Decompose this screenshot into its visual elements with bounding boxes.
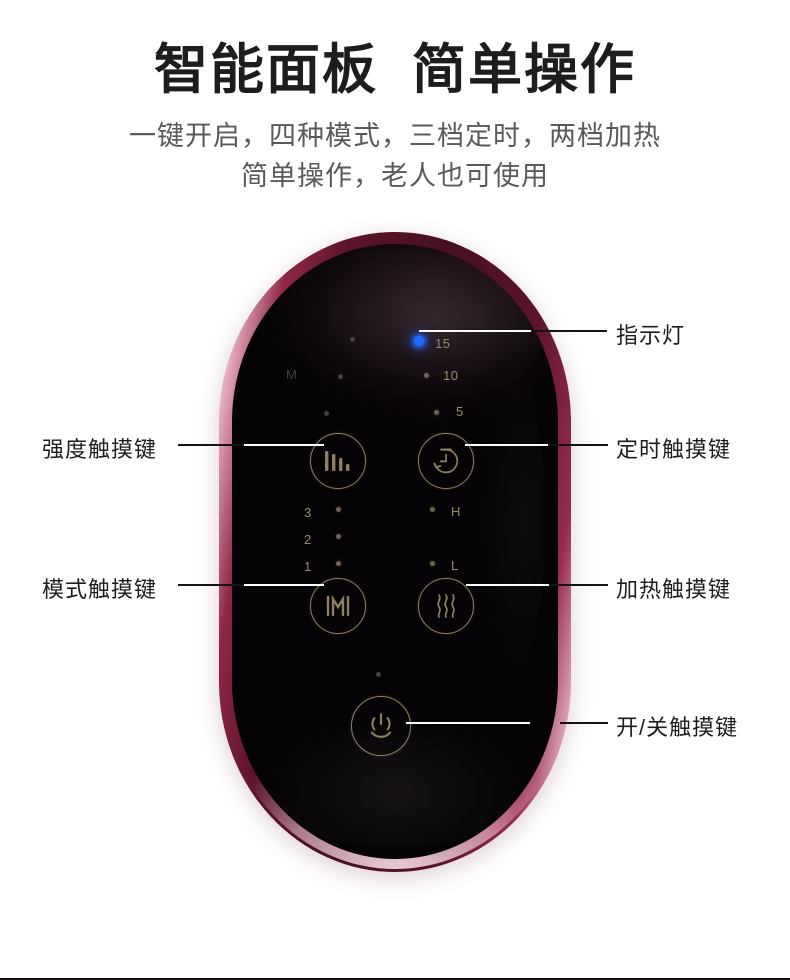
callout-intensity-leader-on-panel: [244, 444, 324, 446]
device-outer-shell: M 15 10 5: [219, 232, 571, 872]
bottom-edge-line: [0, 978, 790, 980]
callout-indicator-light-leader-on-panel: [419, 330, 537, 332]
timer-dot-10: [424, 373, 429, 378]
heat-waves-icon: [433, 592, 459, 620]
callout-timer-label: 定时触摸键: [616, 437, 732, 462]
callout-heat-leader-on-panel: [466, 584, 556, 586]
massager-device: M 15 10 5: [219, 232, 571, 872]
timer-dot-5: [434, 410, 439, 415]
callout-timer-leader-on-panel: [465, 444, 555, 446]
clock-timer-icon: [430, 445, 462, 477]
intensity-dot-1: [324, 411, 329, 416]
timer-led-15-indicator-light: [414, 336, 424, 346]
callout-mode-leader-on-panel: [244, 584, 324, 586]
power-icon: [364, 711, 398, 741]
mode-scale-label-3: 3: [304, 505, 312, 520]
intensity-touch-button[interactable]: [310, 433, 366, 489]
heat-dot-h: [430, 507, 435, 512]
mode-dot-1: [336, 561, 341, 566]
callout-power-leader: [560, 722, 608, 724]
mode-dot-3: [336, 507, 341, 512]
intensity-dot-3: [350, 337, 355, 342]
callout-power-leader-on-panel: [406, 722, 530, 724]
callout-intensity-label: 强度触摸键: [42, 437, 158, 462]
callout-intensity-leader: [178, 444, 250, 446]
heat-scale-label-h: H: [451, 504, 461, 519]
intensity-bars-icon: [323, 449, 353, 473]
timer-scale-label-15: 15: [435, 336, 451, 351]
heat-dot-l: [430, 561, 435, 566]
intensity-dot-2: [338, 374, 343, 379]
callout-power-label: 开/关触摸键: [616, 715, 739, 740]
intensity-scale-label-m: M: [286, 367, 298, 382]
page-header: 智能面板 简单操作 一键开启，四种模式，三档定时，两档加热 简单操作，老人也可使…: [0, 0, 790, 197]
heat-scale-label-l: L: [451, 558, 459, 573]
callout-heat-leader: [549, 584, 608, 586]
callout-indicator-light-label: 指示灯: [616, 323, 686, 348]
mode-scale-label-2: 2: [304, 532, 312, 547]
callout-mode-label: 模式触摸键: [42, 577, 158, 602]
power-touch-button[interactable]: [351, 696, 411, 756]
callout-heat-label: 加热触摸键: [616, 577, 732, 602]
subtitle-line-2: 简单操作，老人也可使用: [241, 160, 549, 191]
timer-scale-label-10: 10: [443, 368, 459, 383]
power-indicator-dot: [376, 672, 381, 677]
heat-touch-button[interactable]: [418, 578, 474, 634]
mode-m-icon: [324, 594, 352, 618]
callout-timer-leader: [548, 444, 608, 446]
mode-dot-2: [336, 534, 341, 539]
panel-gloss-side: [473, 354, 545, 687]
device-touch-panel: M 15 10 5: [232, 244, 558, 859]
timer-touch-button[interactable]: [418, 433, 474, 489]
subtitle-line-1: 一键开启，四种模式，三档定时，两档加热: [129, 120, 661, 151]
page-title: 智能面板 简单操作: [153, 40, 636, 100]
timer-scale-label-5: 5: [456, 404, 464, 419]
mode-touch-button[interactable]: [310, 578, 366, 634]
mode-scale-label-1: 1: [304, 559, 312, 574]
callout-indicator-light-leader: [531, 330, 607, 332]
callout-mode-leader: [178, 584, 250, 586]
